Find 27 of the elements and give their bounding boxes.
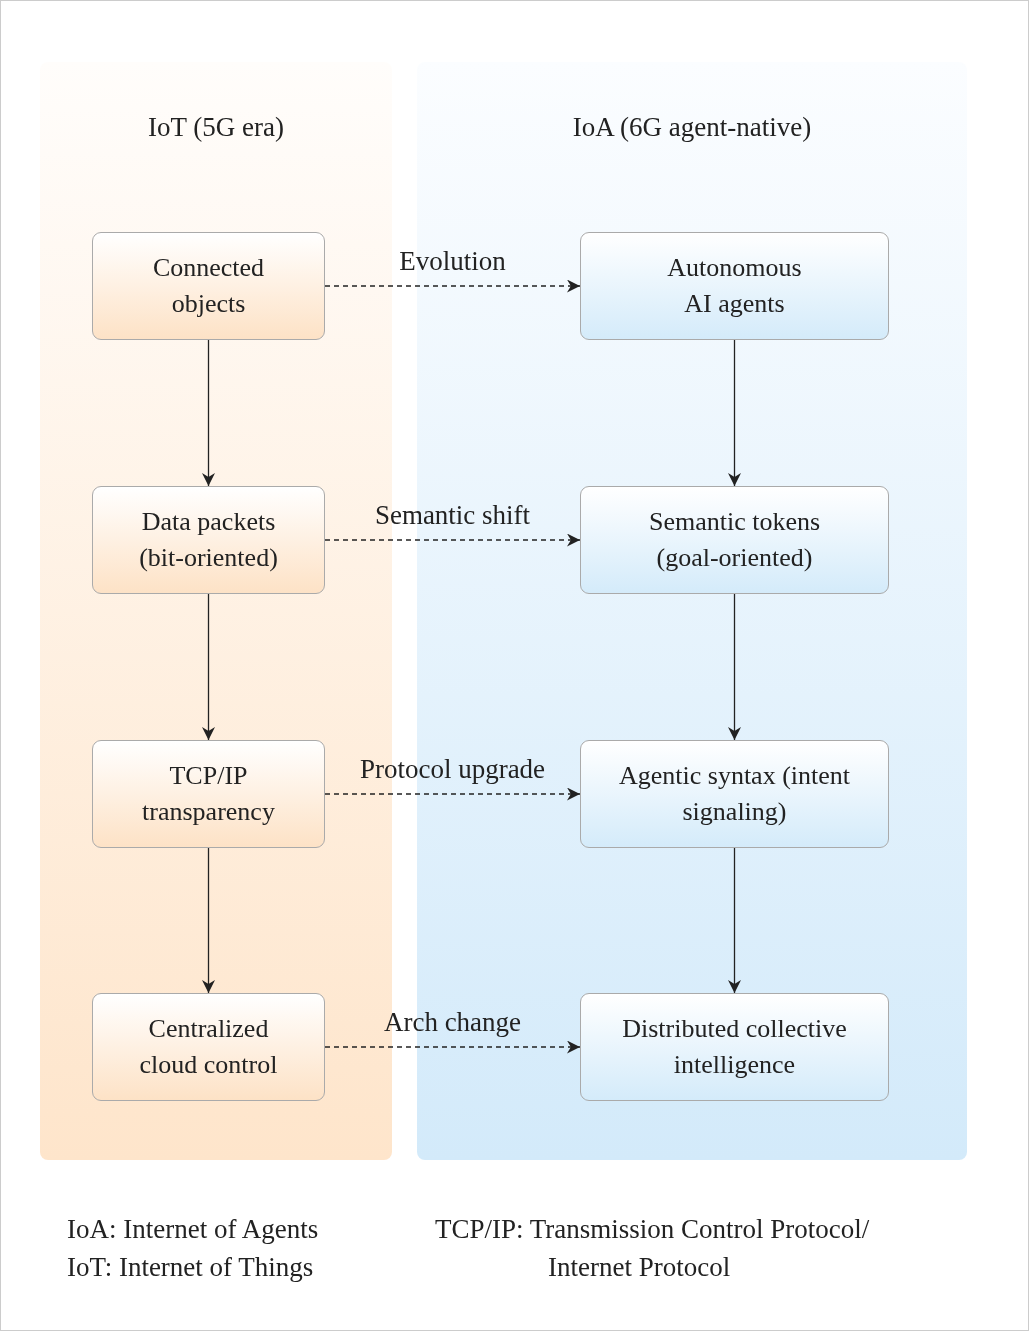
dashed-arrow [324,787,581,801]
arrow [728,339,741,487]
process-box: TCP/IP transparency [92,740,325,848]
process-box: Distributed collective intelligence [580,993,889,1101]
edge-label: Evolution [399,246,506,277]
edge-label: Semantic shift [374,500,531,531]
arrow [202,847,215,994]
dashed-arrow [324,533,581,547]
dashed-arrow [324,279,581,293]
edge-label: Protocol upgrade [359,754,546,785]
column-heading: IoA (6G agent-native) [571,112,813,143]
arrow [728,847,741,994]
arrow [728,593,741,741]
process-box: Agentic syntax (intent signaling) [580,740,889,848]
dashed-arrow [324,1040,581,1054]
arrow [202,593,215,741]
process-box: Centralized cloud control [92,993,325,1101]
edge-label: Arch change [383,1007,522,1038]
footnote: IoT: Internet of Things [67,1251,315,1284]
column-heading: IoT (5G era) [147,112,285,143]
process-box: Connected objects [92,232,325,340]
process-box: Semantic tokens (goal-oriented) [580,486,889,594]
process-box: Autonomous AI agents [580,232,889,340]
arrow [202,339,215,487]
process-box: Data packets (bit-oriented) [92,486,325,594]
footnote: IoA: Internet of Agents [67,1213,320,1246]
footnote: TCP/IP: Transmission Control Protocol/ Internet Protocol [435,1213,871,1285]
